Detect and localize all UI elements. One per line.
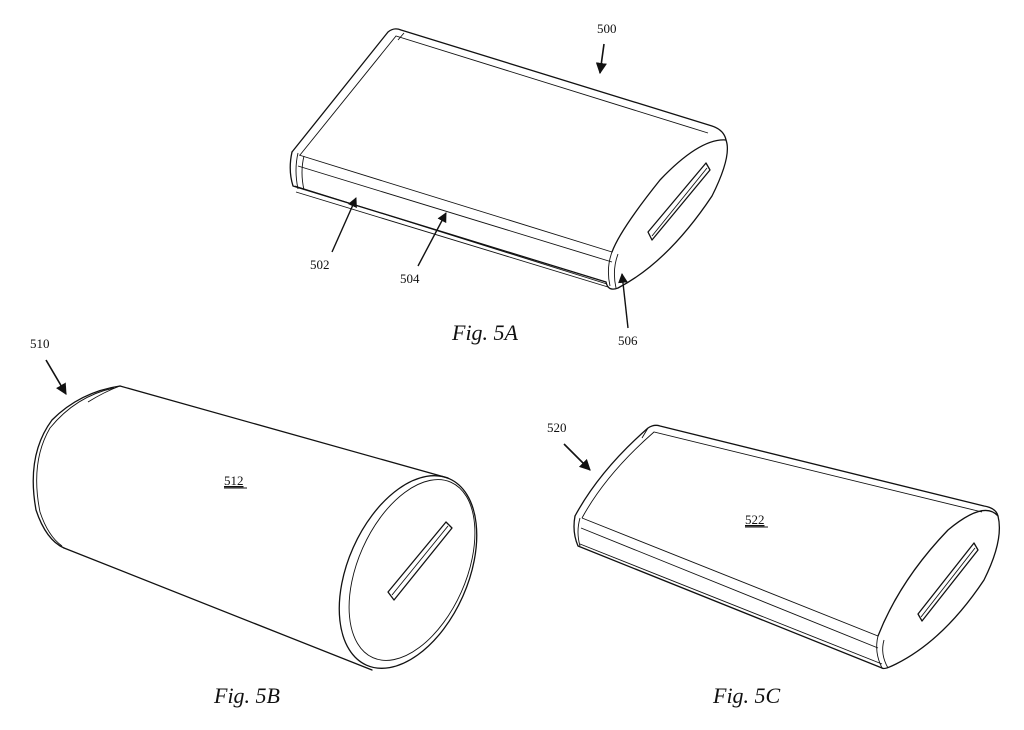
ref-506-arrow xyxy=(618,273,629,329)
ref-502-arrow xyxy=(331,197,357,253)
ref-504: 504 xyxy=(400,271,420,286)
ref-520: 520 xyxy=(547,420,567,435)
ref-506: 506 xyxy=(618,333,638,348)
figure-5c: 520 522 Fig. 5C xyxy=(547,420,1001,708)
device-510-drawing xyxy=(32,385,478,671)
caption-fig-5c: Fig. 5C xyxy=(712,683,781,708)
figure-5a: 500 502 504 506 Fig. 5A xyxy=(289,21,729,348)
device-520-drawing xyxy=(573,424,1001,670)
ref-510: 510 xyxy=(30,336,50,351)
ref-500-arrow xyxy=(595,43,607,75)
device-500-drawing xyxy=(289,28,729,290)
ref-510-arrow xyxy=(45,359,67,395)
ref-502: 502 xyxy=(310,257,330,272)
ref-520-arrow xyxy=(563,443,591,471)
caption-fig-5a: Fig. 5A xyxy=(451,320,519,345)
caption-fig-5b: Fig. 5B xyxy=(213,683,280,708)
ref-512: 512 xyxy=(224,473,244,488)
ref-522: 522 xyxy=(745,512,765,527)
ref-500: 500 xyxy=(597,21,617,36)
figure-5b: 510 512 Fig. 5B xyxy=(30,336,478,708)
ref-504-arrow xyxy=(417,212,447,267)
